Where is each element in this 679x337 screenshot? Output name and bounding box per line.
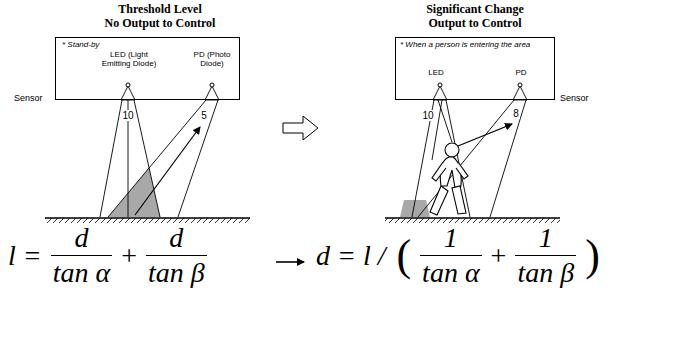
pd-beam-edge <box>178 100 218 217</box>
numerator: d <box>72 222 90 254</box>
formula-term: ( <box>394 230 413 281</box>
led-beam-edge <box>412 100 434 217</box>
right-scene <box>385 83 560 223</box>
numerator: 1 <box>442 222 460 254</box>
signal-value: 8 <box>512 108 520 119</box>
led-label: LED (Light Emitting Diode) <box>100 50 158 68</box>
led-ray <box>438 100 452 142</box>
reflection-arrow <box>135 127 200 215</box>
led-beam-edge <box>100 100 122 217</box>
person-figure <box>430 143 468 215</box>
status-note: * Stand-by <box>62 40 99 49</box>
pd-label: PD (Photo Diode) <box>182 50 242 68</box>
pd-receiver <box>205 86 219 100</box>
pd-receiver <box>518 83 522 87</box>
pd-label: PD <box>515 68 526 77</box>
denominator: tan β <box>515 257 576 289</box>
fraction-bar <box>420 255 481 256</box>
sensor-housing: * Stand-byLED (Light Emitting Diode) PD (… <box>55 37 240 100</box>
denominator: tan α <box>420 257 481 289</box>
pd-beam-edge <box>418 100 514 217</box>
led-label: LED <box>428 68 444 77</box>
numerator: 1 <box>537 222 555 254</box>
panel-title: Significant Change <box>426 2 524 17</box>
numerator: d <box>167 222 185 254</box>
signal-value: 5 <box>200 110 208 121</box>
reflection-arrow <box>458 124 512 146</box>
formula-term: d = l / <box>314 240 387 272</box>
pd-receiver <box>513 86 527 100</box>
left-scene <box>45 83 250 223</box>
denominator: tan β <box>146 257 207 289</box>
formula-term: ) <box>583 230 602 281</box>
sensor-housing: * When a person is entering the areaLED P… <box>395 37 555 100</box>
panel-title: Threshold Level <box>118 2 201 17</box>
led-emitter <box>438 83 442 87</box>
fraction-bar <box>515 255 576 256</box>
sensor-label: Sensor <box>560 93 589 103</box>
fraction-bar <box>51 255 112 256</box>
formula-term: l = <box>6 240 44 272</box>
sensor-label: Sensor <box>14 93 43 103</box>
led-emitter <box>121 86 135 100</box>
fraction: dtan α <box>51 222 112 289</box>
pd-receiver <box>210 83 214 87</box>
formula-term: + <box>119 240 139 272</box>
led-emitter <box>126 83 130 87</box>
formula: l =dtan α+dtan β <box>6 222 207 289</box>
floor-hatch <box>385 218 560 223</box>
fraction: 1tan β <box>515 222 576 289</box>
led-emitter <box>433 86 447 100</box>
denominator: tan α <box>51 257 112 289</box>
fraction: dtan β <box>146 222 207 289</box>
pd-beam-edge <box>108 100 206 217</box>
formula: d = l /(1tan α+1tan β) <box>314 222 602 289</box>
led-ray <box>432 100 442 160</box>
panel-subtitle: No Output to Control <box>105 16 216 31</box>
formula-term: + <box>489 240 509 272</box>
transition-arrow <box>283 116 318 140</box>
fraction-bar <box>146 255 207 256</box>
signal-value: 10 <box>421 110 434 121</box>
signal-value: 10 <box>121 110 134 121</box>
formula-arrow <box>276 261 304 263</box>
pd-beam-edge <box>490 100 526 217</box>
panel-subtitle: Output to Control <box>428 16 521 31</box>
fraction: 1tan α <box>420 222 481 289</box>
status-note: * When a person is entering the area <box>400 40 530 49</box>
